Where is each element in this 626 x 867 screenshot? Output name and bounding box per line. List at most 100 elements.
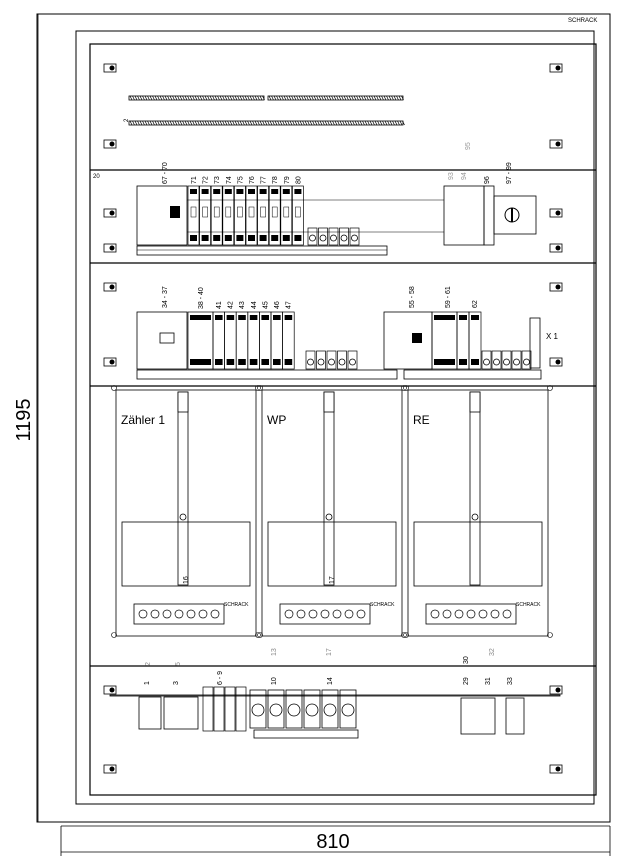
fixing-screw [549, 685, 563, 695]
meter-board [261, 389, 403, 637]
meter-board [115, 389, 257, 637]
fixing-screw [103, 685, 117, 695]
circuit-breaker [292, 185, 304, 246]
component-label: 6 - 9 [217, 671, 224, 685]
terminal-cover [279, 603, 371, 625]
terminal [305, 350, 316, 370]
top-marker-label: 2 [124, 118, 130, 122]
terminal-label-x1: X 1 [546, 332, 559, 341]
component-label: 31 [485, 677, 492, 685]
cable-duct [267, 95, 404, 101]
meter-bracket [323, 391, 335, 586]
cable-duct [128, 95, 265, 101]
fuse-holder [339, 689, 357, 729]
fixing-screw [103, 63, 117, 73]
breaker-label: 76 [249, 176, 256, 184]
device-label: 93 [448, 172, 455, 180]
circuit-breaker [245, 185, 258, 246]
terminal [521, 350, 532, 370]
device-label: 95 [465, 142, 472, 150]
circuit-breaker [257, 185, 269, 246]
breaker-label: 44 [251, 301, 258, 309]
main-switch [136, 311, 188, 370]
meter-body [121, 521, 251, 587]
component-label: 30 [463, 656, 470, 664]
fixing-screw [103, 764, 117, 774]
fixing-screw [103, 243, 117, 253]
breaker-label: 77 [261, 176, 268, 184]
din-rail [109, 694, 561, 697]
component-label: 29 [463, 677, 470, 685]
fixing-screw [549, 282, 563, 292]
terminal [347, 350, 358, 370]
meter-terminal-label: 17 [329, 576, 336, 584]
meter-brand: SCHRACK [516, 602, 541, 608]
breaker-label: 38 - 40 [198, 287, 205, 309]
terminal-cover [425, 603, 517, 625]
circuit-breaker [282, 311, 295, 370]
fuse-holder [303, 689, 321, 729]
meter-terminal-label: 16 [183, 576, 190, 584]
circuit-breaker [280, 185, 293, 246]
fixing-screw [103, 282, 117, 292]
meter-name: Zähler 1 [121, 413, 165, 427]
fuse-holder [285, 689, 303, 729]
mounting-plate [89, 43, 597, 796]
meter-bracket [469, 391, 481, 586]
breaker-label: 46 [274, 301, 281, 309]
meter-board [407, 389, 549, 637]
fixing-screw [103, 208, 117, 218]
device-label: 55 - 58 [409, 286, 416, 308]
breaker-label: 73 [214, 176, 221, 184]
circuit-breaker [213, 686, 225, 732]
row1-group-label: 67 - 70 [162, 162, 169, 184]
terminal [307, 227, 318, 246]
main-fuse-block [460, 697, 496, 735]
row2-group-label: 34 - 37 [162, 286, 169, 308]
fixing-screw [549, 139, 563, 149]
circuit-breaker [222, 185, 235, 246]
breaker-label: 45 [262, 301, 269, 309]
device-label: 97 - 99 [506, 162, 513, 184]
breaker-label: 75 [237, 176, 244, 184]
fixing-screw [549, 243, 563, 253]
component-label: 1 [144, 681, 151, 685]
device-label: 62 [472, 300, 479, 308]
fuse-holder [249, 689, 267, 729]
circuit-breaker [468, 311, 482, 370]
meter-bracket [177, 391, 189, 586]
circuit-breaker [224, 686, 236, 732]
terminal [337, 350, 347, 370]
meter-name: WP [267, 413, 286, 427]
breaker-label: 80 [295, 176, 302, 184]
din-rail [136, 245, 388, 256]
top-section: 2 [124, 95, 405, 126]
circuit-breaker [234, 185, 246, 246]
component-label: 17 [326, 648, 333, 656]
terminal [316, 350, 326, 370]
meter-name: RE [413, 413, 430, 427]
cabinet-frame [75, 30, 595, 805]
timer-device [163, 696, 199, 730]
circuit-breaker [199, 185, 211, 246]
component-label: 3 [173, 681, 180, 685]
main-switch [136, 185, 188, 246]
terminal [328, 227, 339, 246]
circuit-breaker [268, 185, 281, 246]
breaker-label: 78 [272, 176, 279, 184]
bottom-rail [253, 729, 359, 739]
meter-brand: SCHRACK [224, 602, 249, 608]
terminal-strip [505, 697, 525, 735]
din-rail [136, 369, 398, 380]
component-label: 2 [145, 662, 152, 666]
fuse-holder [267, 689, 285, 729]
row1-corner-note: 20 [93, 174, 100, 180]
circuit-breaker [235, 686, 247, 732]
circuit-breaker [187, 185, 200, 246]
terminal [481, 350, 492, 370]
